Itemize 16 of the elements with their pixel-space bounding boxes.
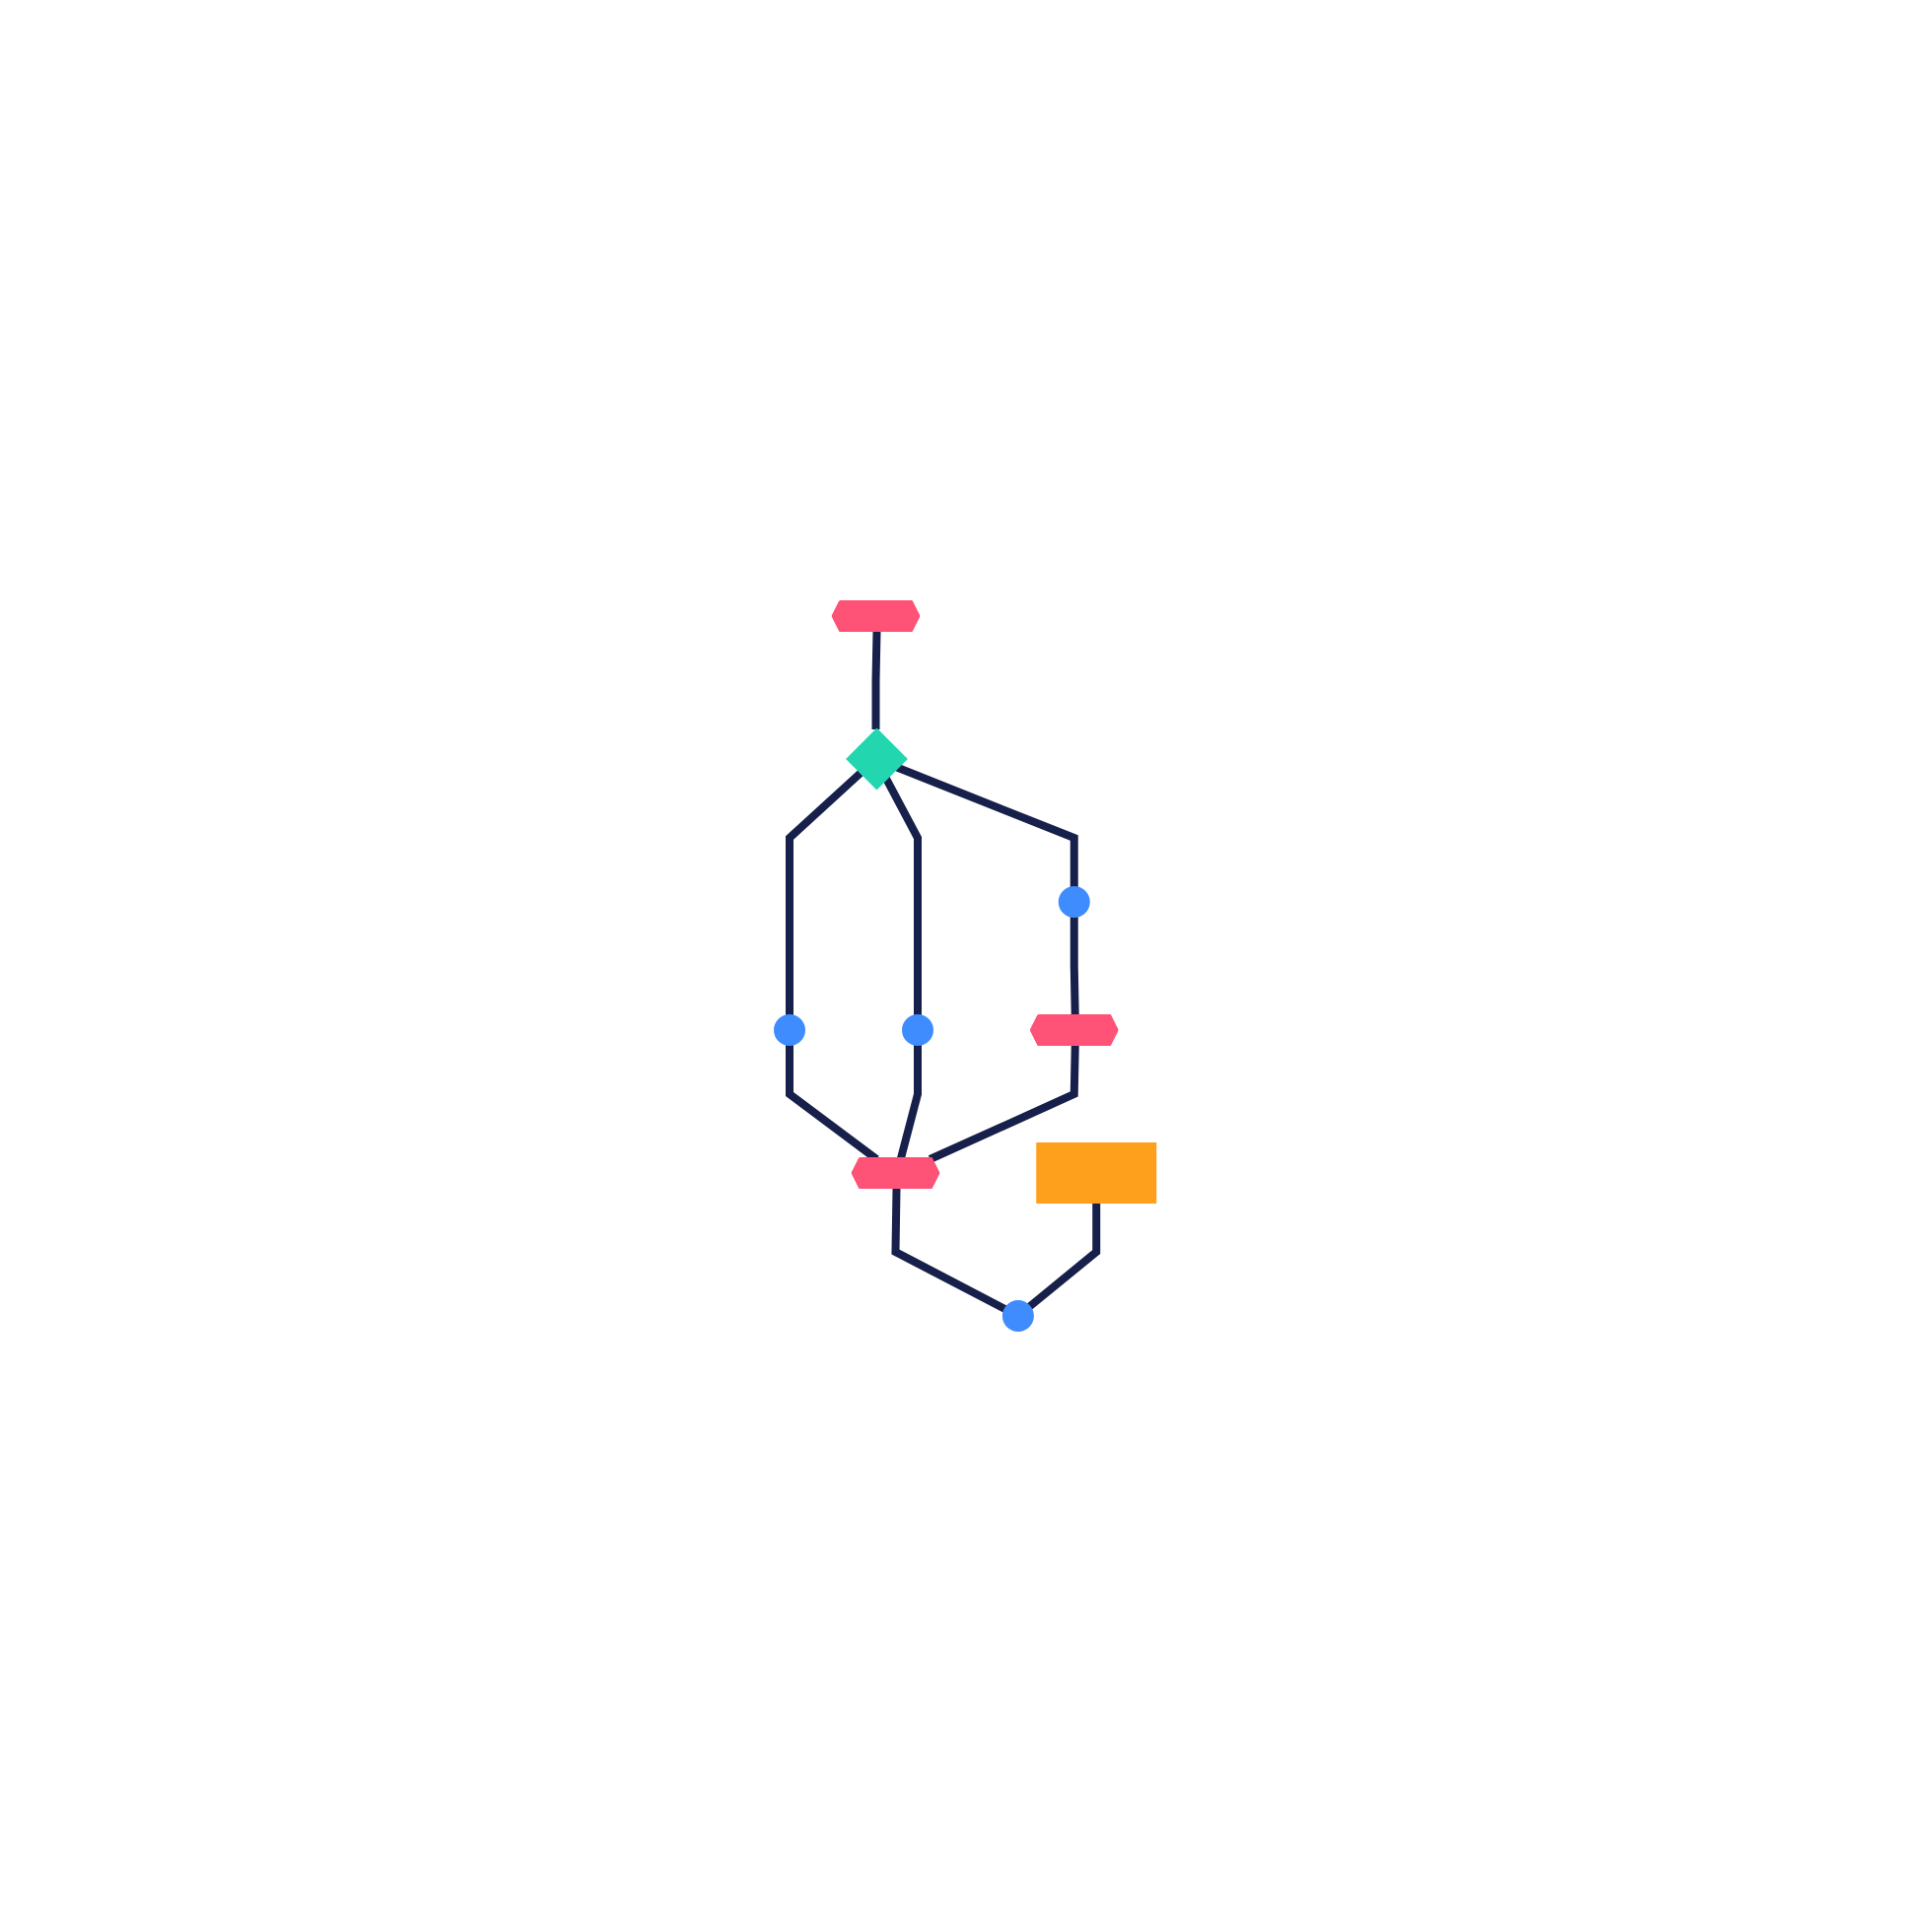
node-circle bbox=[1059, 886, 1091, 918]
connector bbox=[786, 770, 864, 1015]
node-circle bbox=[1002, 1300, 1035, 1332]
connector bbox=[892, 1188, 1008, 1313]
connector bbox=[896, 763, 1079, 887]
node-box bbox=[1037, 1142, 1158, 1204]
node-diamond bbox=[846, 727, 909, 791]
connector bbox=[872, 631, 882, 729]
connector bbox=[1070, 917, 1080, 1017]
connector bbox=[1027, 1203, 1102, 1310]
connector bbox=[883, 776, 923, 1015]
connector bbox=[786, 1045, 880, 1163]
connector bbox=[897, 1045, 923, 1160]
connector bbox=[929, 1045, 1080, 1163]
node-circle bbox=[774, 1014, 806, 1046]
node-circle bbox=[902, 1014, 934, 1046]
